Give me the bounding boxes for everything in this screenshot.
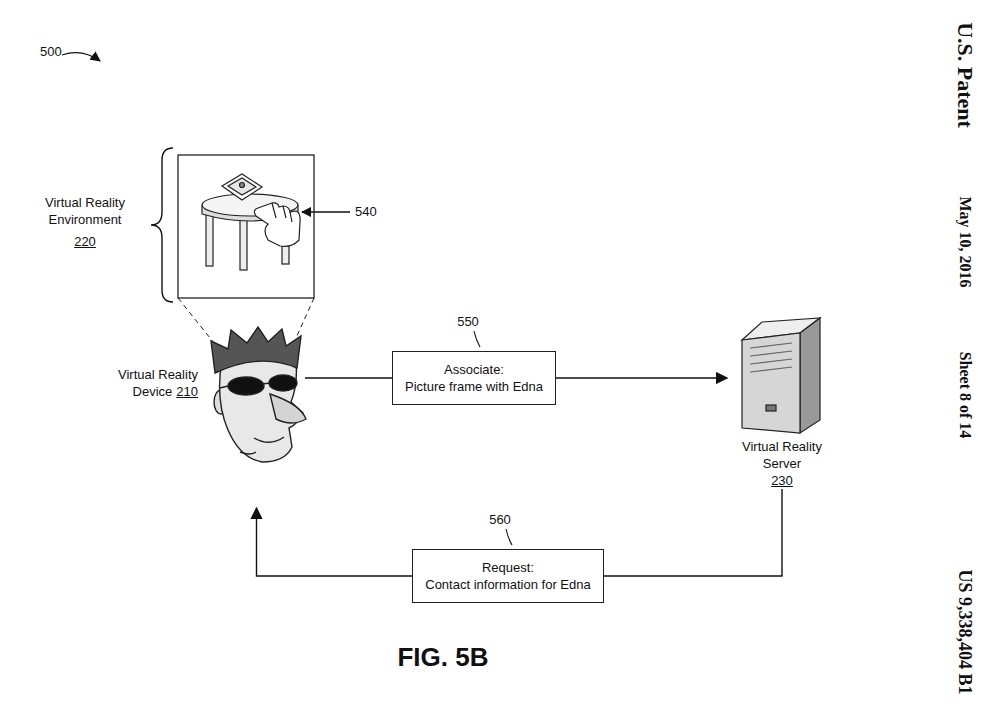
device-node: Virtual Reality Device210 (208, 328, 305, 508)
callout-number: 550 (457, 314, 479, 330)
leader-line (302, 211, 350, 212)
node-text: Picture frame with Edna (405, 378, 543, 395)
callout-number: 560 (489, 512, 511, 528)
patent-header: U.S. Patent (957, 22, 973, 128)
reference-arrow (62, 53, 100, 61)
patent-header: US 9,338,404 B1 (957, 569, 973, 694)
flow-arrow (257, 508, 413, 576)
callout-number: 230 (727, 472, 837, 489)
view-line (296, 298, 314, 338)
view-line (178, 298, 218, 348)
process-box: Request:Contact information for Edna (412, 549, 603, 603)
hand-illustration (254, 203, 300, 247)
node-text: Associate: (405, 361, 543, 378)
flow-arrow (556, 377, 727, 378)
patent-header: May 10, 2016 (957, 196, 973, 287)
user-face-illustration (211, 327, 306, 462)
callout-number: 210 (176, 384, 198, 399)
callout-number: 540 (355, 204, 377, 220)
brace (151, 148, 173, 302)
flow-arrow (604, 489, 782, 576)
leader-line (506, 529, 512, 545)
server-node: Virtual Reality Server230 (727, 318, 837, 489)
environment-frame (178, 155, 314, 298)
node-text: Request: (425, 559, 590, 576)
node-text: Virtual Reality Server (727, 438, 837, 472)
callout-number: 220 (74, 234, 96, 250)
figure-caption: FIG. 5B (397, 649, 488, 665)
callout-number: 500 (40, 44, 62, 60)
leader-line (474, 331, 480, 347)
process-box: Associate:Picture frame with Edna (392, 351, 556, 405)
node-text: Contact information for Edna (425, 576, 590, 593)
server-illustration (742, 318, 820, 433)
flow-arrow (305, 377, 392, 378)
patent-header: Sheet 8 of 14 (957, 352, 973, 439)
node-caption: Virtual Reality Device210 (80, 366, 198, 400)
part-label: Virtual Reality Environment (30, 194, 140, 228)
